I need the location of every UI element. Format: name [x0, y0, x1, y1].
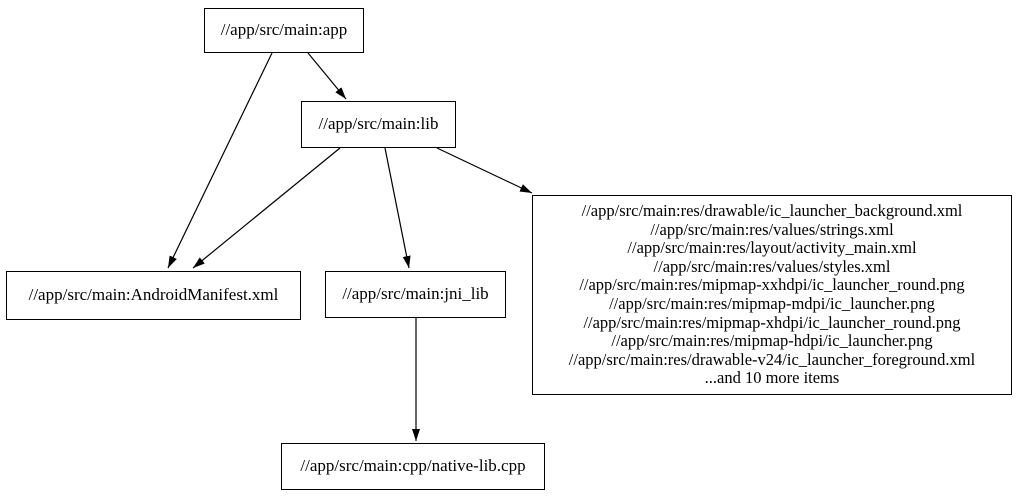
edge-app-to-lib [307, 52, 347, 100]
graph-node-app: //app/src/main:app [204, 8, 364, 53]
res-file-label: //app/src/main:res/mipmap-mdpi/ic_launch… [609, 294, 935, 313]
edge-lib-to-manifest [192, 147, 341, 269]
node-lib-label: //app/src/main:lib [318, 114, 439, 134]
node-jni-label: //app/src/main:jni_lib [342, 284, 489, 304]
graph-node-lib: //app/src/main:lib [301, 101, 456, 148]
edge-lib-to-res [436, 147, 533, 194]
node-app-label: //app/src/main:app [220, 20, 348, 40]
node-manifest-label: //app/src/main:AndroidManifest.xml [28, 285, 279, 305]
graph-node-android-manifest: //app/src/main:AndroidManifest.xml [6, 271, 301, 320]
graph-node-native-lib-cpp: //app/src/main:cpp/native-lib.cpp [281, 443, 545, 490]
graph-node-jni-lib: //app/src/main:jni_lib [325, 271, 506, 318]
edge-lib-to-jni [384, 147, 411, 269]
graph-node-res-group: //app/src/main:res/drawable/ic_launcher_… [532, 195, 1012, 395]
node-native-label: //app/src/main:cpp/native-lib.cpp [300, 456, 526, 476]
res-file-label: //app/src/main:res/mipmap-xxhdpi/ic_laun… [579, 275, 965, 295]
res-file-label: //app/src/main:res/mipmap-hdpi/ic_launch… [611, 331, 933, 351]
res-file-label: //app/src/main:res/values/strings.xml [650, 219, 894, 239]
res-file-label: //app/src/main:res/drawable/ic_launcher_… [581, 201, 963, 221]
res-file-label: //app/src/main:res/mipmap-xhdpi/ic_launc… [583, 312, 961, 332]
res-file-label: //app/src/main:res/drawable-v24/ic_launc… [568, 349, 976, 369]
res-file-label: //app/src/main:res/values/styles.xml [653, 256, 891, 276]
edge-app-to-manifest [167, 52, 273, 269]
res-file-label: //app/src/main:res/layout/activity_main.… [627, 238, 917, 258]
res-more-items-label: ...and 10 more items [704, 368, 840, 388]
